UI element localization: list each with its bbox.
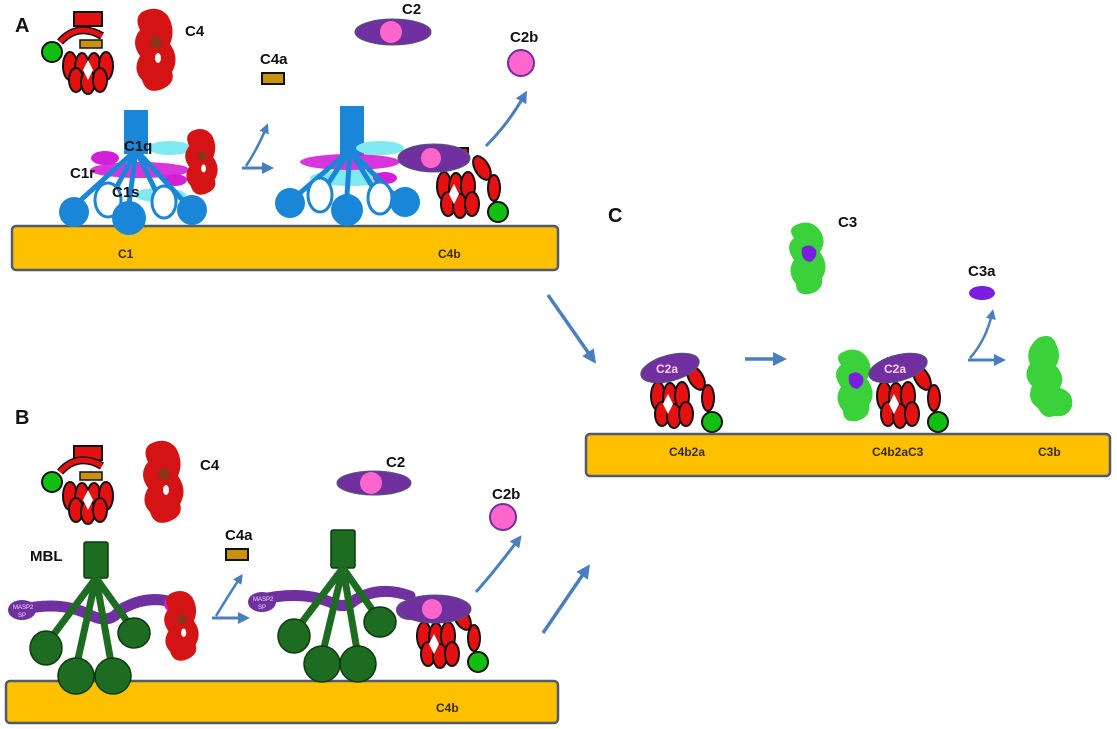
membrane-a bbox=[10, 224, 560, 272]
c4-surface-bound-a bbox=[185, 129, 218, 195]
masp2-sp-label-1: SP bbox=[18, 613, 26, 619]
c4a-label-a: C4a bbox=[260, 51, 288, 68]
c4-surface-bound-b bbox=[164, 590, 199, 661]
arrow-b-to-c bbox=[541, 564, 590, 634]
membrane-label-c4b-a: C4b bbox=[438, 247, 461, 261]
c2-bound-b bbox=[396, 594, 472, 624]
c3-free bbox=[789, 222, 826, 295]
c4-surface-b bbox=[143, 440, 184, 523]
arrow-b2-release bbox=[474, 535, 522, 594]
c4-cartoon-a bbox=[41, 11, 113, 94]
c2b-label-b: C2b bbox=[492, 486, 520, 503]
panel-c-label: C bbox=[608, 205, 622, 227]
c4a-fragment-b bbox=[225, 548, 249, 561]
panel-a: A C4 C4a C1 C4b bbox=[10, 1, 560, 272]
c2a-bound-2 bbox=[868, 352, 928, 384]
c4a-fragment-a bbox=[261, 72, 285, 85]
c3-label: C3 bbox=[838, 214, 857, 231]
c3b-fragment bbox=[1026, 336, 1073, 417]
c4-label-b: C4 bbox=[200, 457, 220, 474]
masp2-label-1: MASP2 bbox=[13, 605, 34, 611]
arrow-b1-release bbox=[214, 573, 243, 617]
c2b-label-a: C2b bbox=[510, 29, 538, 46]
c2-free-a bbox=[354, 18, 432, 46]
membrane-b bbox=[4, 679, 560, 725]
mbl-label: MBL bbox=[30, 548, 63, 565]
c2a-label-1: C2a bbox=[656, 362, 678, 376]
membrane-label-c4b2a: C4b2a bbox=[669, 445, 705, 459]
c1-complex-left bbox=[59, 110, 207, 235]
c4-cartoon-b bbox=[41, 445, 113, 524]
panel-b-label: B bbox=[15, 407, 29, 429]
arrow-a1-release bbox=[244, 123, 269, 167]
c3-bound bbox=[836, 349, 873, 422]
arrow-c2-release bbox=[969, 309, 996, 359]
c2b-fragment-b bbox=[489, 503, 517, 531]
c2a-label-2: C2a bbox=[884, 362, 906, 376]
arrow-a-to-c bbox=[546, 293, 597, 364]
masp2-sp-label-2: SP bbox=[258, 605, 266, 611]
c1r-label: C1r bbox=[70, 165, 95, 182]
panel-b: B C4 C4a MBL C4b MASP2 SP bbox=[4, 407, 560, 725]
membrane-label-c4b2ac3: C4b2aC3 bbox=[872, 445, 924, 459]
c2-label-b: C2 bbox=[386, 454, 405, 471]
membrane-label-c1: C1 bbox=[118, 247, 134, 261]
panel-a-label: A bbox=[15, 15, 29, 37]
c1q-label: C1q bbox=[124, 138, 152, 155]
c2-bound-a bbox=[397, 143, 471, 173]
c2-label-a: C2 bbox=[402, 1, 421, 18]
c2-free-b bbox=[336, 470, 412, 496]
c4-surface-a bbox=[135, 8, 176, 91]
c3a-fragment bbox=[969, 286, 995, 300]
c1s-label: C1s bbox=[112, 184, 140, 201]
panel-c: C C3 C3a C4b2a C4b2aC3 C3b C2a C2a bbox=[584, 205, 1112, 478]
c4-label-a: C4 bbox=[185, 23, 205, 40]
c2a-bound-1 bbox=[640, 352, 700, 384]
mbl-complex-right: MASP2 SP bbox=[248, 529, 416, 683]
c3a-label: C3a bbox=[968, 263, 996, 280]
membrane-c bbox=[584, 432, 1112, 478]
c1-complex-right bbox=[275, 106, 420, 226]
membrane-label-c4b-b: C4b bbox=[436, 701, 459, 715]
membrane-label-c3b: C3b bbox=[1038, 445, 1061, 459]
arrow-a2-release bbox=[484, 90, 527, 148]
c2b-fragment-a bbox=[507, 49, 535, 77]
c4a-label-b: C4a bbox=[225, 527, 253, 544]
masp2-label-2: MASP2 bbox=[253, 597, 274, 603]
